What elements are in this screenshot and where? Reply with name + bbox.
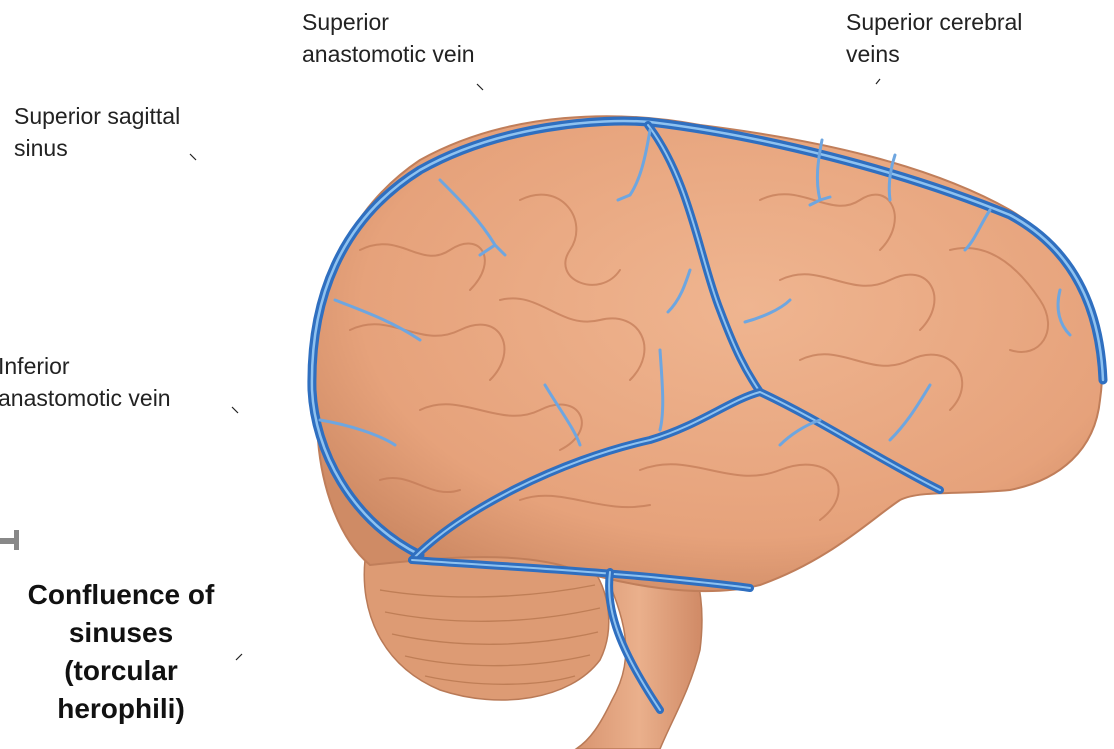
label-superior-cerebral-veins: Superior cerebral veins xyxy=(846,6,1022,70)
leader-superior-cerebral xyxy=(876,79,880,84)
label-confluence-of-sinuses: Confluence of sinuses (torcular herophil… xyxy=(22,576,220,728)
label-inferior-anastomotic-vein: Inferior anastomotic vein xyxy=(0,350,171,414)
label-superior-sagittal-sinus: Superior sagittal sinus xyxy=(14,100,180,164)
leader-superior-sagittal xyxy=(190,154,196,160)
scroll-marker xyxy=(0,530,19,550)
cerebrum xyxy=(313,116,1102,591)
leader-superior-anastomotic xyxy=(477,84,483,90)
leader-confluence xyxy=(236,654,242,660)
leader-inferior-anastomotic xyxy=(232,407,238,413)
label-superior-anastomotic-vein: Superior anastomotic vein xyxy=(302,6,475,70)
